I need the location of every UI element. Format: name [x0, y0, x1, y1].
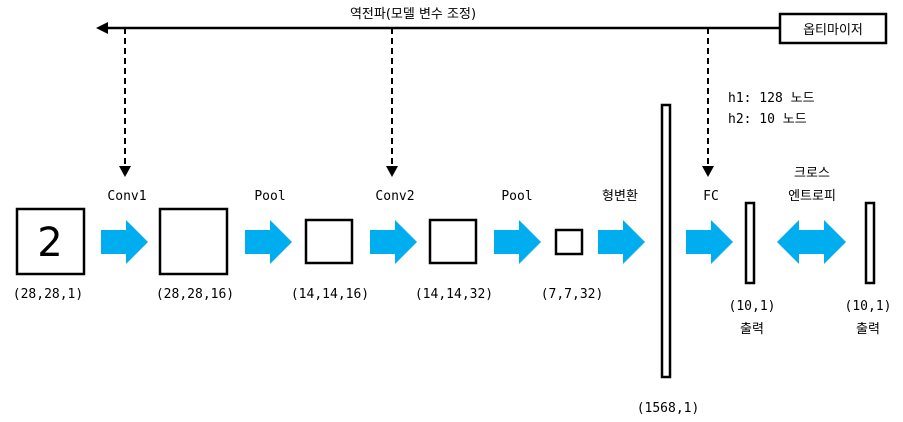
- cross-entropy-label-1: 크로스: [794, 166, 830, 181]
- flow-arrow-5: [598, 220, 645, 264]
- conv1-shape: (28,28,16): [156, 287, 234, 302]
- target-label: 출력: [856, 322, 880, 337]
- cross-entropy-label-2: 엔트로피: [788, 189, 836, 204]
- optimizer-label: 옵티마이저: [803, 23, 863, 38]
- flow-arrow-6: [686, 220, 733, 264]
- cross-entropy-double-arrow: [777, 220, 846, 264]
- reshape-label: 형변환: [602, 189, 638, 204]
- backprop-label: 역전파(모델 변수 조정): [350, 7, 476, 22]
- pool1-output-box: [304, 218, 354, 265]
- input-shape: (28,28,1): [13, 287, 83, 302]
- conv2-label: Conv2: [375, 189, 414, 204]
- fc-h2-label: h2: 10 노드: [728, 112, 807, 127]
- conv2-shape: (14,14,32): [415, 287, 493, 302]
- backprop-arrowhead: [96, 22, 108, 34]
- backprop-to-fc-head: [702, 166, 714, 177]
- conv2-output-box: [428, 218, 478, 265]
- fc-output-label: 출력: [740, 322, 764, 337]
- input-image-box: [15, 207, 86, 276]
- pool1-label: Pool: [254, 189, 285, 204]
- flow-arrow-2: [245, 220, 292, 264]
- backprop-to-conv2-head: [386, 166, 398, 177]
- flow-arrow-3: [370, 220, 417, 264]
- flow-arrow-4: [494, 220, 541, 264]
- flatten-vector: [660, 103, 672, 379]
- conv1-label: Conv1: [107, 189, 146, 204]
- fc-label: FC: [703, 189, 719, 204]
- pool2-label: Pool: [501, 189, 532, 204]
- target-shape: (10,1): [845, 299, 892, 314]
- pool2-shape: (7,7,32): [541, 287, 604, 302]
- optimizer-box: [778, 12, 888, 45]
- backprop-to-conv1-head: [119, 166, 131, 177]
- fc-h1-label: h1: 128 노드: [728, 91, 815, 106]
- conv1-output-box: [158, 207, 229, 276]
- input-digit: 2: [37, 220, 62, 266]
- flow-arrow-1: [101, 220, 148, 264]
- fc-output-shape: (10,1): [729, 299, 776, 314]
- fc-output-vector: [744, 201, 756, 285]
- target-vector: [864, 201, 876, 285]
- flatten-shape: (1568,1): [637, 401, 700, 416]
- pool2-output-box: [554, 228, 584, 256]
- pool1-shape: (14,14,16): [291, 287, 369, 302]
